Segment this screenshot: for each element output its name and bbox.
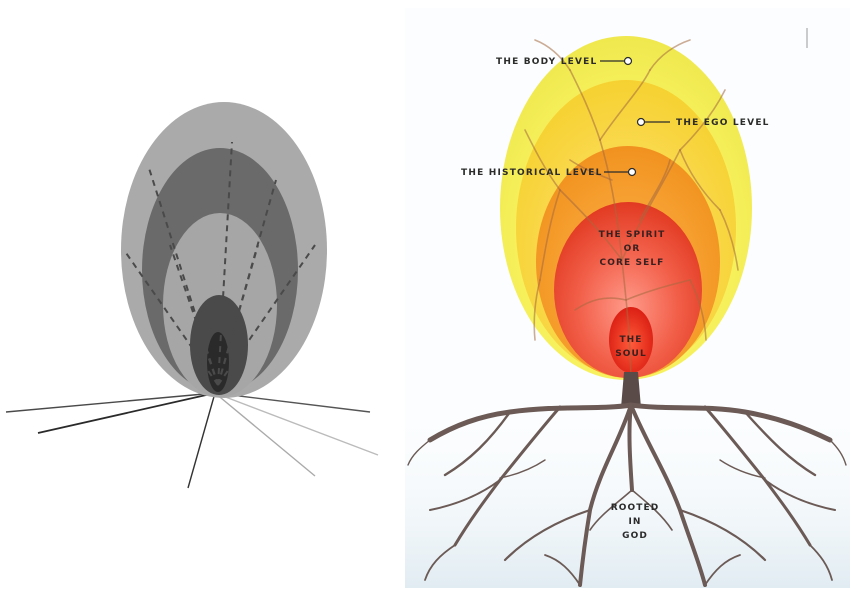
rooted-label-line1: ROOTED: [611, 503, 660, 513]
soul-label-line1: THE: [619, 335, 642, 345]
body-level-label: THE BODY LEVEL: [496, 57, 597, 67]
rooted-label-line3: GOD: [622, 531, 648, 541]
historical-level-label: THE HISTORICAL LEVEL: [461, 168, 603, 178]
spirit-label-line1: THE SPIRIT: [599, 230, 666, 240]
spirit-label-line2: OR: [624, 244, 641, 254]
spirit-label-line3: CORE SELF: [600, 258, 665, 268]
right-figure: THE BODY LEVEL THE EGO LEVEL THE HISTORI…: [405, 8, 850, 588]
left-figure: [6, 102, 378, 488]
soul-label-line2: SOUL: [615, 349, 647, 359]
rooted-label-line2: IN: [628, 517, 641, 527]
left-base-lines: [6, 393, 378, 488]
ego-level-label: THE EGO LEVEL: [676, 118, 770, 128]
